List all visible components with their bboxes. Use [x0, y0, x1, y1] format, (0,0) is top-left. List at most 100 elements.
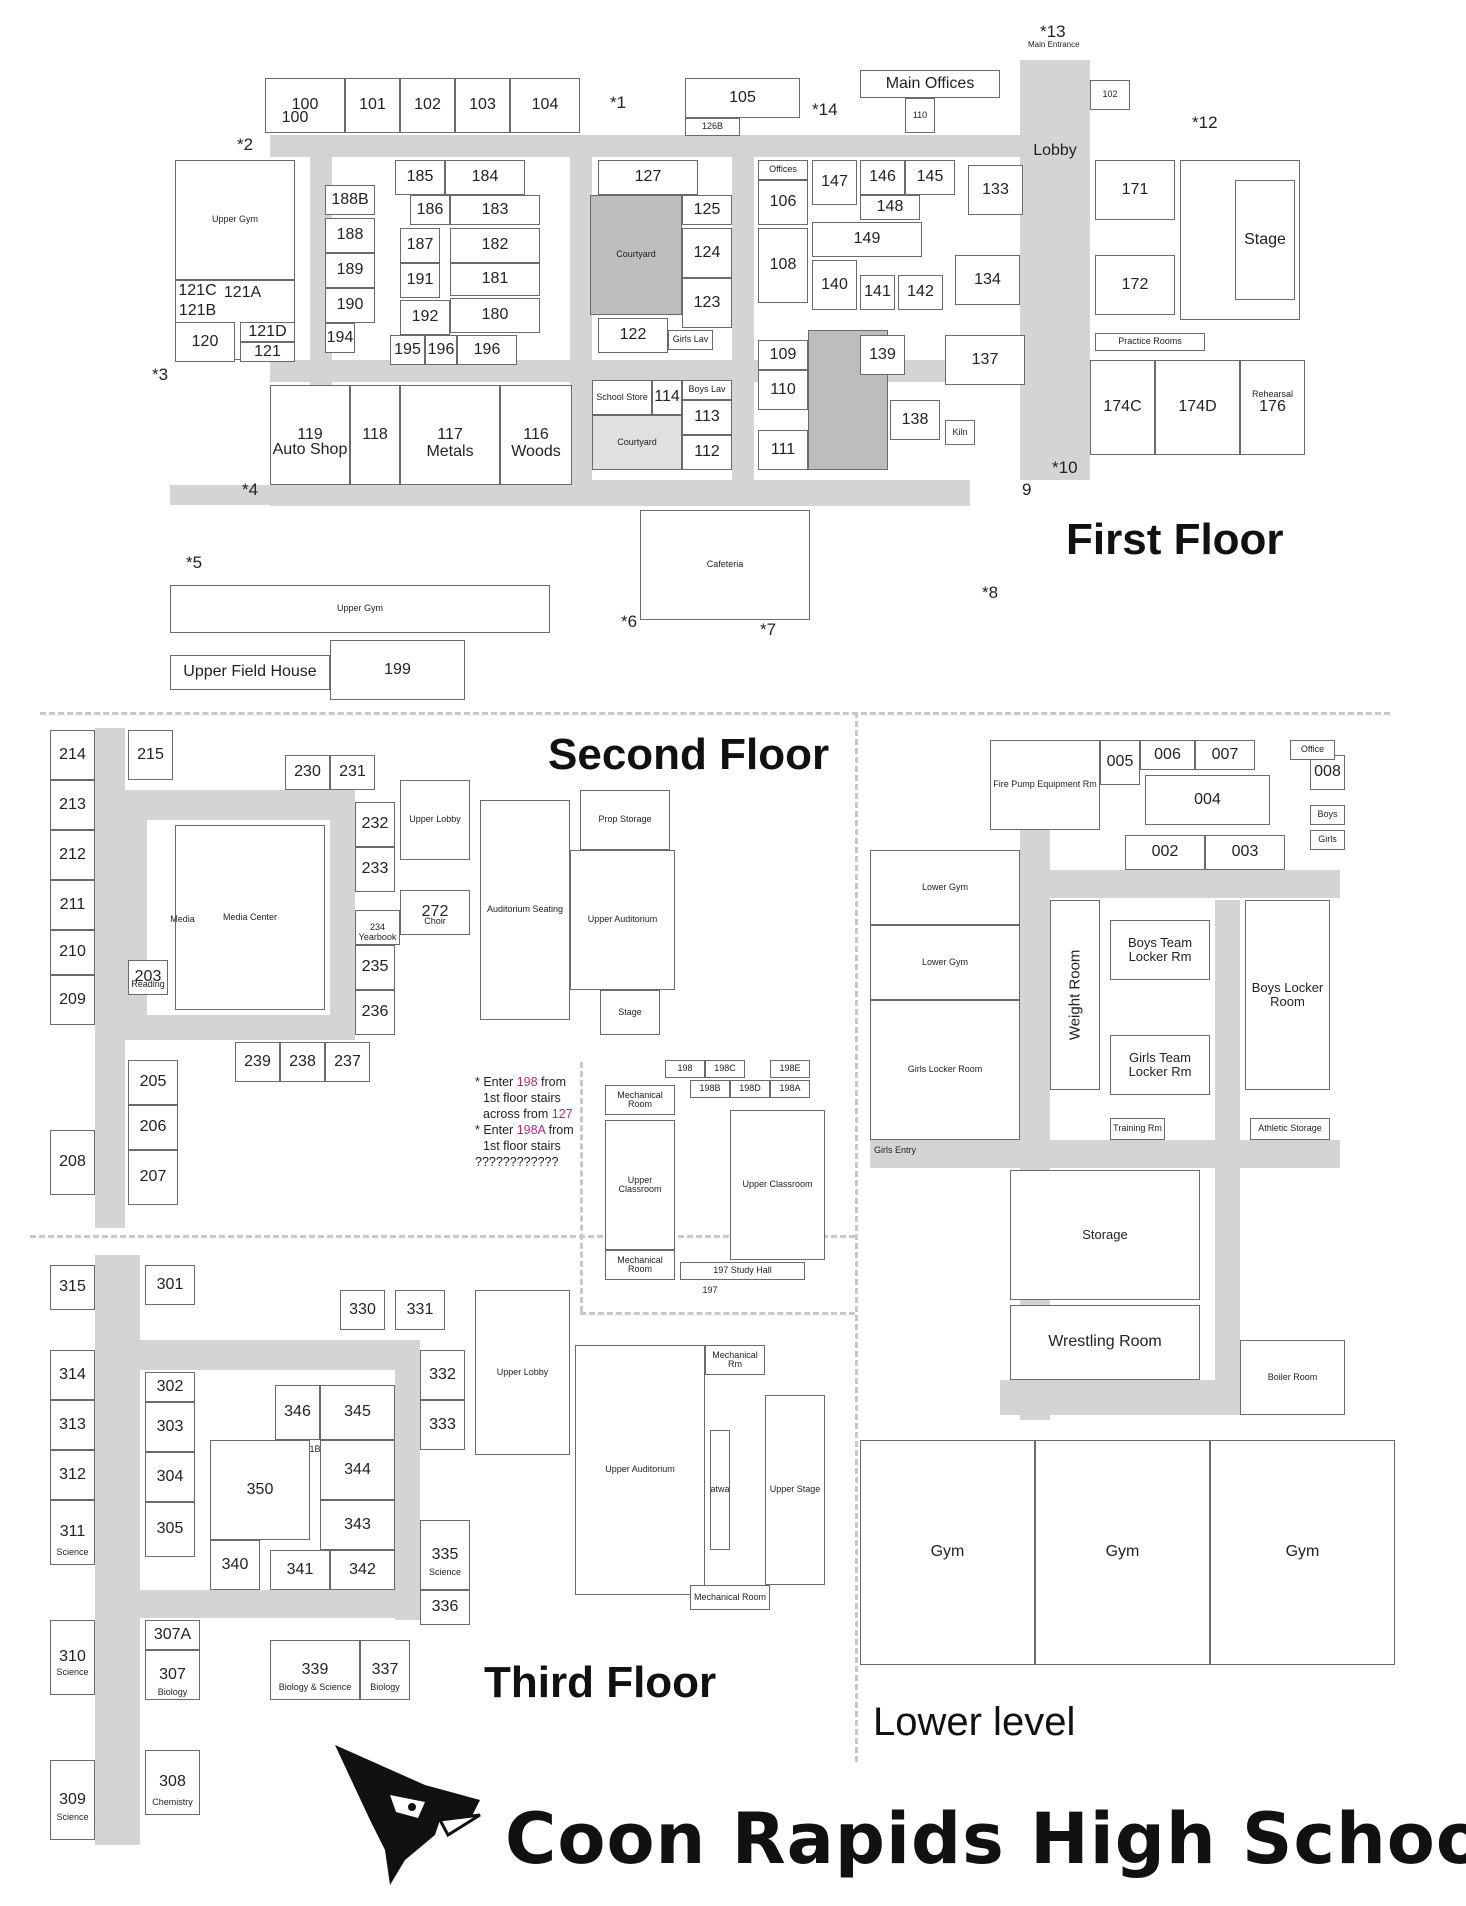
room-102c[interactable]: 102	[1090, 80, 1130, 110]
room-121d[interactable]: 121D	[240, 322, 295, 342]
school-store[interactable]: School Store	[592, 380, 652, 415]
room-195[interactable]: 195	[390, 335, 425, 365]
girls-lower[interactable]: Girls	[1310, 830, 1345, 850]
room-337[interactable]: 337	[360, 1640, 410, 1700]
room-198c[interactable]: 198C	[705, 1060, 745, 1078]
room-146[interactable]: 146	[860, 160, 905, 195]
room-106[interactable]: 106	[758, 180, 808, 225]
room-198b[interactable]: 198B	[690, 1080, 730, 1098]
room-186[interactable]: 186	[410, 195, 450, 225]
room-127[interactable]: 127	[598, 160, 698, 195]
girls-team-locker[interactable]: Girls Team Locker Rm	[1110, 1035, 1210, 1095]
mechanical-room-3[interactable]: Mechanical Room	[690, 1585, 770, 1610]
mechanical-room-2b[interactable]: Mechanical Room	[605, 1250, 675, 1280]
gym-1[interactable]: Gym	[860, 1440, 1035, 1665]
room-137[interactable]: 137	[945, 335, 1025, 385]
girls-lav-1[interactable]: Girls Lav	[668, 330, 713, 350]
storage-main[interactable]: Storage	[1010, 1170, 1200, 1300]
room-332[interactable]: 332	[420, 1350, 465, 1400]
room-305[interactable]: 305	[145, 1502, 195, 1557]
room-309[interactable]: 309	[50, 1760, 95, 1840]
room-171[interactable]: 171	[1095, 160, 1175, 220]
room-198[interactable]: 198	[665, 1060, 705, 1078]
room-304[interactable]: 304	[145, 1452, 195, 1502]
room-147[interactable]: 147	[812, 160, 857, 205]
room-003[interactable]: 003	[1205, 835, 1285, 870]
room-343[interactable]: 343	[320, 1500, 395, 1550]
room-315[interactable]: 315	[50, 1265, 95, 1310]
mechanical-rm-3[interactable]: Mechanical Rm	[705, 1345, 765, 1375]
room-172[interactable]: 172	[1095, 255, 1175, 315]
study-hall[interactable]: 197 Study Hall	[680, 1262, 805, 1280]
room-148[interactable]: 148	[860, 195, 920, 220]
room-345[interactable]: 345	[320, 1385, 395, 1440]
upper-auditorium-2[interactable]: Upper Auditorium	[570, 850, 675, 990]
room-190[interactable]: 190	[325, 288, 375, 323]
room-104[interactable]: 104	[510, 78, 580, 133]
room-125[interactable]: 125	[682, 195, 732, 225]
room-002[interactable]: 002	[1125, 835, 1205, 870]
room-109[interactable]: 109	[758, 340, 808, 370]
kiln[interactable]: Kiln	[945, 420, 975, 445]
room-141[interactable]: 141	[860, 275, 895, 310]
room-140[interactable]: 140	[812, 260, 857, 310]
boys-locker-room[interactable]: Boys Locker Room	[1245, 900, 1330, 1090]
athletic-storage[interactable]: Athletic Storage	[1250, 1118, 1330, 1140]
room-120[interactable]: 120	[175, 322, 235, 362]
room-234[interactable]: 234	[355, 910, 400, 945]
upper-gym-bottom[interactable]: Upper Gym	[170, 585, 550, 633]
room-199[interactable]: 199	[330, 640, 465, 700]
weight-room[interactable]: Weight Room	[1050, 900, 1100, 1090]
stage-1[interactable]: Stage	[1235, 180, 1295, 300]
room-198d[interactable]: 198D	[730, 1080, 770, 1098]
room-208[interactable]: 208	[50, 1130, 95, 1195]
lower-gym-1[interactable]: Lower Gym	[870, 850, 1020, 925]
room-196b[interactable]: 196	[457, 335, 517, 365]
room-139[interactable]: 139	[860, 335, 905, 375]
room-123[interactable]: 123	[682, 278, 732, 328]
room-113[interactable]: 113	[682, 400, 732, 435]
room-330[interactable]: 330	[340, 1290, 385, 1330]
room-189[interactable]: 189	[325, 253, 375, 288]
main-offices[interactable]: Main Offices	[860, 70, 1000, 98]
upper-lobby-2[interactable]: Upper Lobby	[400, 780, 470, 860]
stage-2[interactable]: Stage	[600, 990, 660, 1035]
room-108[interactable]: 108	[758, 228, 808, 303]
room-007[interactable]: 007	[1195, 740, 1255, 770]
room-185[interactable]: 185	[395, 160, 445, 195]
room-213[interactable]: 213	[50, 780, 95, 830]
room-307a[interactable]: 307A	[145, 1620, 200, 1650]
room-121[interactable]: 121	[240, 342, 295, 362]
room-239[interactable]: 239	[235, 1042, 280, 1082]
room-105[interactable]: 105	[685, 78, 800, 118]
room-210[interactable]: 210	[50, 930, 95, 975]
upper-classrooms[interactable]: Upper Classroom	[730, 1110, 825, 1260]
upper-field-house[interactable]: Upper Field House	[170, 655, 330, 690]
room-006[interactable]: 006	[1140, 740, 1195, 770]
room-238[interactable]: 238	[280, 1042, 325, 1082]
upper-gym-first[interactable]: Upper Gym	[175, 160, 295, 280]
room-303[interactable]: 303	[145, 1402, 195, 1452]
room-005[interactable]: 005	[1100, 740, 1140, 785]
room-212[interactable]: 212	[50, 830, 95, 880]
room-209[interactable]: 209	[50, 975, 95, 1025]
room-301[interactable]: 301	[145, 1265, 195, 1305]
room-336[interactable]: 336	[420, 1590, 470, 1625]
room-231[interactable]: 231	[330, 755, 375, 790]
room-187[interactable]: 187	[400, 228, 440, 263]
room-145[interactable]: 145	[905, 160, 955, 195]
room-214[interactable]: 214	[50, 730, 95, 780]
room-110c[interactable]: 110	[905, 98, 935, 133]
room-103[interactable]: 103	[455, 78, 510, 133]
room-194[interactable]: 194	[325, 323, 355, 353]
room-215[interactable]: 215	[128, 730, 173, 780]
room-333[interactable]: 333	[420, 1400, 465, 1450]
boiler-room[interactable]: Boiler Room	[1240, 1340, 1345, 1415]
room-310[interactable]: 310	[50, 1620, 95, 1695]
room-174d[interactable]: 174D	[1155, 360, 1240, 455]
room-176[interactable]: 176	[1240, 360, 1305, 455]
boys-team-locker[interactable]: Boys Team Locker Rm	[1110, 920, 1210, 980]
room-344[interactable]: 344	[320, 1440, 395, 1500]
